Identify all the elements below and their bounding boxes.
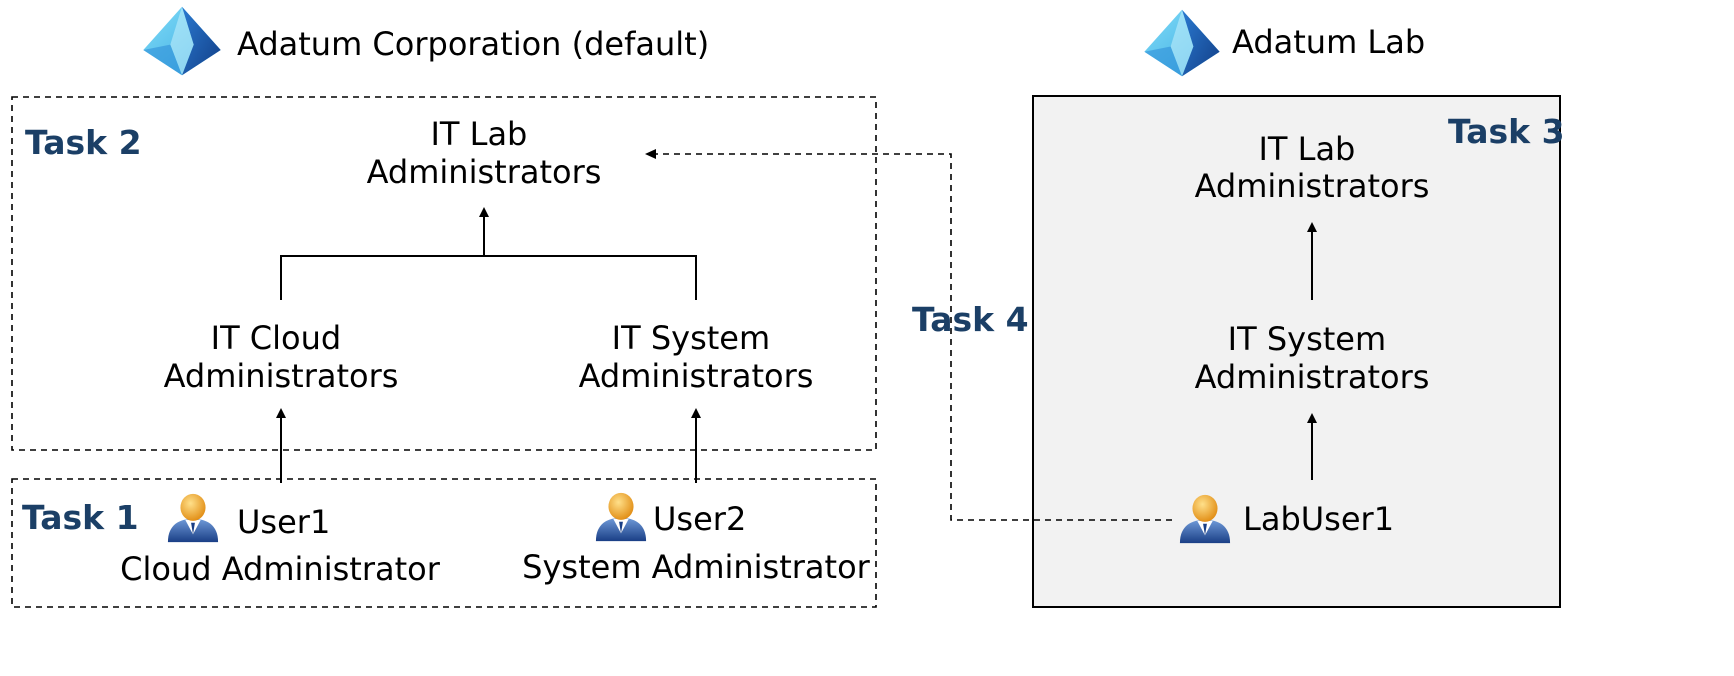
- task1-label: Task 1: [22, 498, 139, 537]
- user-icon: [167, 493, 219, 543]
- labuser1: LabUser1: [1179, 494, 1394, 544]
- task2-label: Task 2: [25, 123, 142, 162]
- labuser1-name: LabUser1: [1243, 500, 1394, 538]
- user-icon: [595, 492, 647, 542]
- group-it-system-admins-right: IT System Administrators: [1195, 320, 1430, 396]
- task3-label: Task 3: [1448, 112, 1565, 151]
- nesting-connector-left: [280, 207, 697, 300]
- user2-role: System Administrator: [522, 548, 870, 586]
- user1-role: Cloud Administrator: [120, 550, 441, 588]
- group-it-lab-admins-right: IT Lab Administrators: [1195, 130, 1430, 205]
- task1-users-box: [11, 478, 877, 608]
- group-it-lab-admins-left: IT Lab Administrators: [367, 115, 602, 191]
- user1: User1 Cloud Administrator: [120, 493, 441, 588]
- task4-label: Task 4: [912, 300, 1029, 339]
- task3-lab-tenant-box: [1032, 95, 1561, 608]
- task4-cross-tenant-link: [652, 153, 1172, 521]
- user2: User2 System Administrator: [522, 492, 871, 586]
- task4-arrowhead: [645, 149, 656, 159]
- task2-groups-box: [11, 96, 877, 451]
- tenant-header-left: Adatum Corporation (default): [143, 6, 709, 76]
- group-it-system-admins-left: IT System Administrators: [579, 319, 814, 395]
- tenant-name-left: Adatum Corporation (default): [237, 25, 709, 63]
- user1-name: User1: [237, 503, 330, 541]
- group-it-cloud-admins: IT Cloud Administrators: [164, 319, 399, 395]
- tenant-name-right: Adatum Lab: [1232, 23, 1425, 61]
- entra-id-icon: [143, 6, 221, 76]
- user2-name: User2: [653, 500, 746, 538]
- tenant-header-right: Adatum Lab: [1144, 9, 1425, 77]
- entra-id-icon: [1144, 9, 1220, 77]
